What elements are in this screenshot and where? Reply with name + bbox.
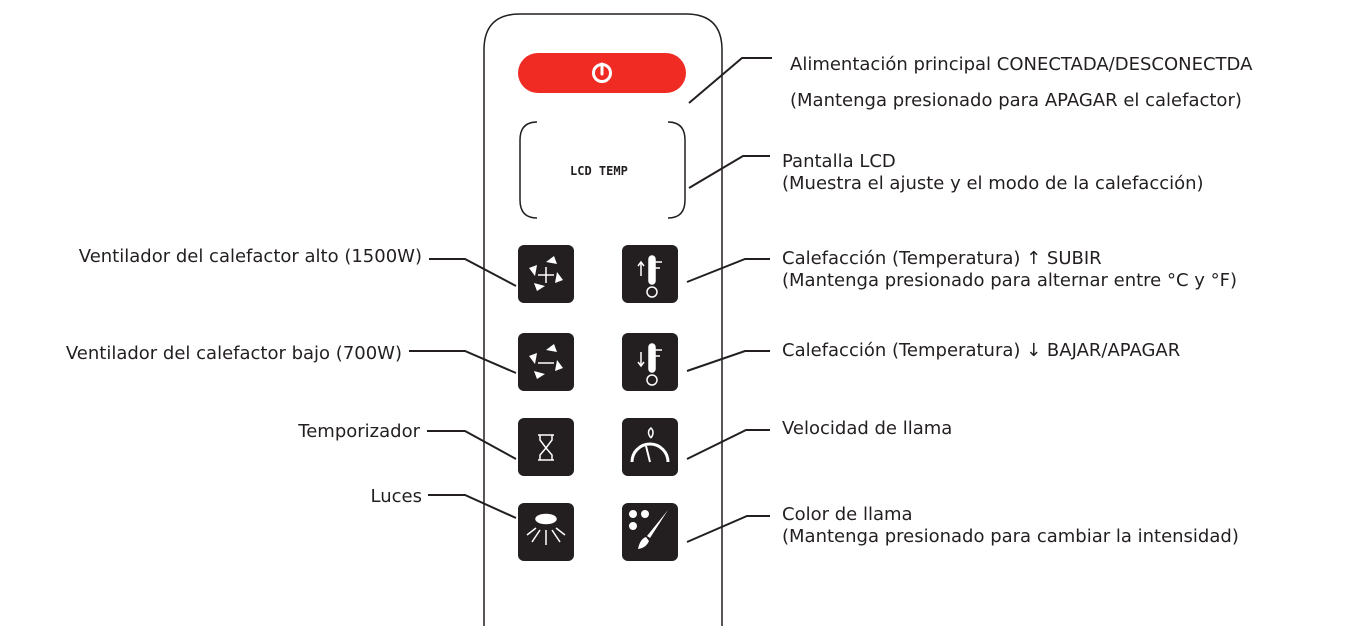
remote-body: [483, 13, 723, 626]
lamp-icon: [526, 513, 566, 545]
thermometer-down-icon: [637, 343, 662, 386]
fan-high-icon: [529, 256, 563, 291]
power-icon: [592, 62, 612, 83]
lcd-readout: LCD TEMP: [570, 164, 628, 178]
thermometer-up-icon: [637, 255, 662, 298]
timer-label: Temporizador: [298, 421, 420, 442]
power-label: Alimentación principal CONECTADA/DESCONE…: [790, 54, 1253, 111]
flame-speed-label: Velocidad de llama: [782, 418, 953, 439]
fan-high-label: Ventilador del calefactor alto (1500W): [78, 246, 422, 267]
palette-icon: [629, 510, 668, 549]
fan-low-label: Ventilador del calefactor bajo (700W): [65, 343, 402, 364]
flame-speed-button[interactable]: [622, 418, 678, 476]
flame-color-button[interactable]: [622, 503, 678, 561]
flame-color-label: Color de llama (Mantenga presionado para…: [782, 504, 1239, 547]
temp-down-label: Calefacción (Temperatura) ↓ BAJAR/APAGAR: [782, 340, 1181, 361]
fan-low-icon: [529, 344, 563, 379]
hourglass-icon: [538, 434, 554, 461]
temp-up-label: Calefacción (Temperatura) ↑ SUBIR (Mante…: [782, 248, 1238, 291]
fan-low-button[interactable]: [518, 333, 574, 391]
speedometer-icon: [630, 426, 670, 463]
leader-lines: [409, 57, 772, 543]
lights-label: Luces: [370, 486, 422, 507]
lcd-label: Pantalla LCD (Muestra el ajuste y el mod…: [782, 151, 1204, 194]
lcd-display: [519, 121, 686, 219]
